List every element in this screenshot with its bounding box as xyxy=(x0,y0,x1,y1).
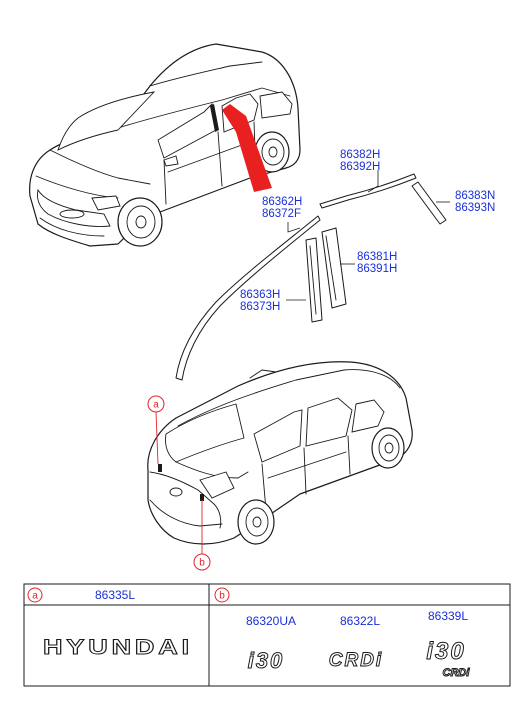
part-label-86383N: 86383N xyxy=(455,190,495,202)
crdi-emblem-icon: CRDi xyxy=(328,650,383,672)
svg-text:b: b xyxy=(219,591,225,602)
svg-text:b: b xyxy=(199,558,205,569)
table-part-86320UA: 86320UA xyxy=(246,614,296,628)
i30-emblem-icon: i30 xyxy=(247,648,285,674)
pillar-molding-front xyxy=(305,237,323,323)
roof-molding-upper xyxy=(319,173,417,209)
table-part-86339L: 86339L xyxy=(428,609,468,623)
part-label-86373H: 86373H xyxy=(240,301,280,313)
part-label-86362H: 86362H xyxy=(262,196,302,208)
callout-b: b xyxy=(193,500,211,571)
rear-trim-strip xyxy=(411,181,447,225)
part-label-86381H: 86381H xyxy=(357,251,397,263)
svg-text:HYUNDAI: HYUNDAI xyxy=(43,636,193,659)
emblem-table: a 86335L HYUNDAI b 86320UA 86322L 86339L… xyxy=(23,583,511,687)
svg-text:CRDi: CRDi xyxy=(443,667,471,679)
hyundai-lettering-emblem-icon: HYUNDAI xyxy=(43,636,193,660)
part-label-86363H: 86363H xyxy=(240,289,280,301)
part-labels: 86382H 86392H 86383N 86393N 86362H 86372… xyxy=(240,149,495,313)
svg-text:a: a xyxy=(153,400,159,411)
svg-text:CRDi: CRDi xyxy=(329,650,383,671)
highlight-pointer xyxy=(222,104,272,192)
svg-text:i30: i30 xyxy=(248,648,285,673)
table-part-86335L: 86335L xyxy=(95,588,135,602)
pillar-molding-rear xyxy=(321,227,347,309)
callout-a: a xyxy=(147,395,165,465)
roof-molding-parts xyxy=(175,173,447,381)
i30-crdi-emblem-icon: i30 CRDi xyxy=(426,638,471,680)
leader-lines xyxy=(286,170,450,301)
table-section-b: b 86320UA 86322L 86339L i30 CRDi i30 CRD… xyxy=(214,587,471,680)
rear-car-illustration xyxy=(147,361,413,545)
part-label-86393N: 86393N xyxy=(455,202,495,214)
table-part-86322L: 86322L xyxy=(340,614,380,628)
svg-text:a: a xyxy=(32,591,38,602)
table-section-a: a 86335L HYUNDAI xyxy=(27,587,193,660)
part-label-86392H: 86392H xyxy=(340,161,380,173)
part-label-86372F: 86372F xyxy=(262,208,301,220)
front-car-illustration xyxy=(29,43,301,247)
svg-text:i30: i30 xyxy=(426,638,465,665)
roof-molding-long xyxy=(175,215,321,381)
part-label-86391H: 86391H xyxy=(357,263,397,275)
part-label-86382H: 86382H xyxy=(340,149,380,161)
